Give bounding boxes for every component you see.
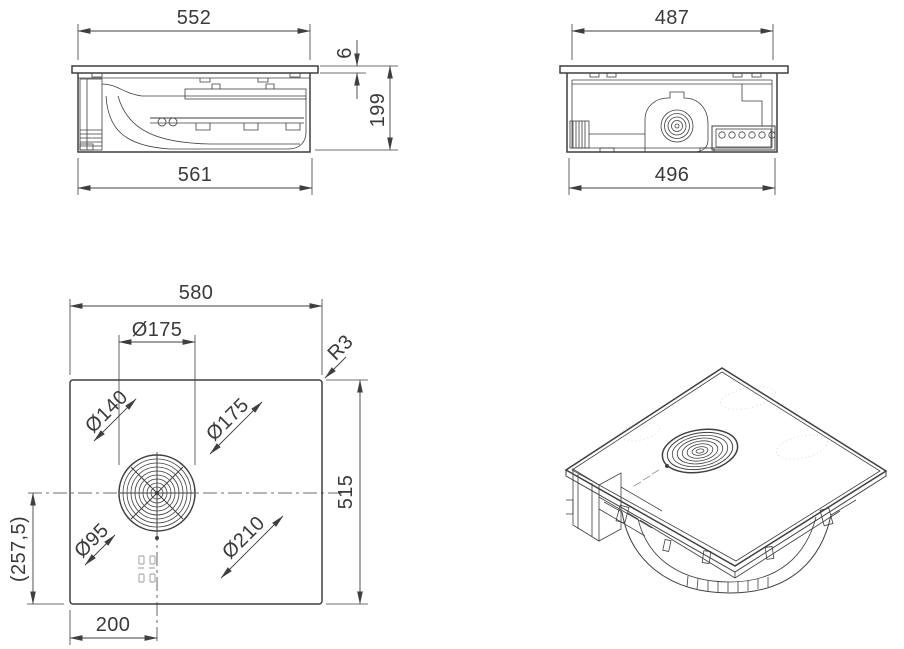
dimension-plan-width: 580	[69, 282, 323, 375]
fan-rim-ticks	[686, 575, 769, 592]
dim-label-552: 552	[177, 7, 212, 29]
front-section-view: 552 6 199 561	[71, 7, 398, 195]
dimension-glass-thickness: 6	[320, 40, 398, 99]
dimension-side-bottom-width: 496	[568, 158, 776, 195]
dim-label-95: Ø95	[70, 519, 113, 562]
surface-texture	[619, 386, 829, 460]
dim-label-200: 200	[96, 614, 131, 636]
mounting-bracket-3d	[566, 468, 663, 542]
dim-label-515: 515	[335, 475, 357, 510]
sensor-dot-3d	[665, 464, 669, 468]
glass-panel-side	[559, 65, 789, 78]
glass-outline-plan	[69, 379, 323, 605]
zone-callout-175: Ø175	[202, 394, 263, 455]
dim-label-496: 496	[655, 164, 690, 186]
dim-label-257-5: (257,5)	[8, 516, 30, 582]
side-section-view: 487 496	[559, 7, 789, 195]
fan-housing-3d	[603, 499, 857, 594]
sensor-dot	[155, 536, 159, 540]
dimension-front-height: 199	[315, 65, 398, 151]
grille-spokes	[120, 456, 194, 530]
glass-panel-front	[71, 65, 319, 78]
touch-controls	[138, 555, 156, 583]
dimension-plan-depth: 515	[326, 379, 368, 605]
zone-callout-95: Ø95	[70, 519, 116, 566]
dim-label-6: 6	[334, 47, 356, 59]
dim-label-580: 580	[179, 282, 214, 304]
power-connector	[569, 120, 590, 149]
dim-label-487: 487	[655, 7, 690, 29]
housing-side	[566, 73, 778, 153]
vent-grille-3d	[661, 428, 739, 474]
plan-view: 580 Ø175 R3 515 (257,5) 200 Ø140	[8, 282, 368, 645]
dim-label-199: 199	[367, 93, 389, 128]
fan-unit	[644, 91, 709, 153]
dim-label-561: 561	[178, 164, 213, 186]
zone-callout-140: Ø140	[81, 386, 137, 442]
vent-grille	[118, 454, 196, 532]
dim-label-175b: Ø175	[202, 394, 253, 445]
terminal-block	[711, 125, 776, 151]
dim-label-140: Ø140	[81, 386, 132, 437]
housing-front	[77, 73, 311, 153]
dimension-half-depth: (257,5)	[8, 492, 64, 605]
perspective-view	[564, 367, 888, 594]
dimension-corner-radius: R3	[324, 331, 358, 379]
dim-label-r3: R3	[324, 331, 358, 365]
touch-controls-3d	[633, 469, 660, 487]
dimension-front-bottom-width: 561	[77, 158, 313, 195]
glass-top-3d	[564, 367, 888, 579]
dimension-side-top-width: 487	[571, 7, 774, 60]
dim-label-vent-175: Ø175	[132, 319, 183, 341]
dimension-front-top-width: 552	[77, 7, 311, 60]
zone-callout-210: Ø210	[218, 512, 284, 579]
dimension-vent-cutout: Ø175	[118, 319, 196, 345]
dimension-vent-offset: 200	[69, 610, 158, 645]
